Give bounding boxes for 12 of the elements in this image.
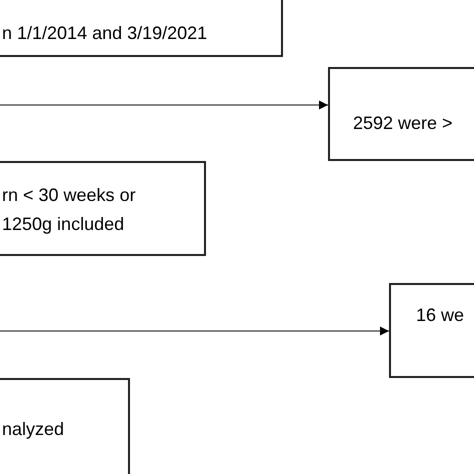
process-box	[389, 283, 474, 378]
box-text: nalyzed	[2, 418, 66, 441]
box-text: rn < 30 weeks or 1250g included	[2, 184, 137, 236]
process-box	[0, 378, 130, 474]
box-text: 16 we	[416, 304, 466, 327]
box-text: n 1/1/2014 and 3/19/2021	[2, 22, 208, 45]
arrow	[0, 100, 328, 110]
process-box	[0, 0, 283, 57]
process-box	[328, 67, 474, 161]
box-text: 2592 were >	[353, 112, 454, 135]
arrow	[0, 326, 389, 336]
process-box	[0, 161, 206, 256]
